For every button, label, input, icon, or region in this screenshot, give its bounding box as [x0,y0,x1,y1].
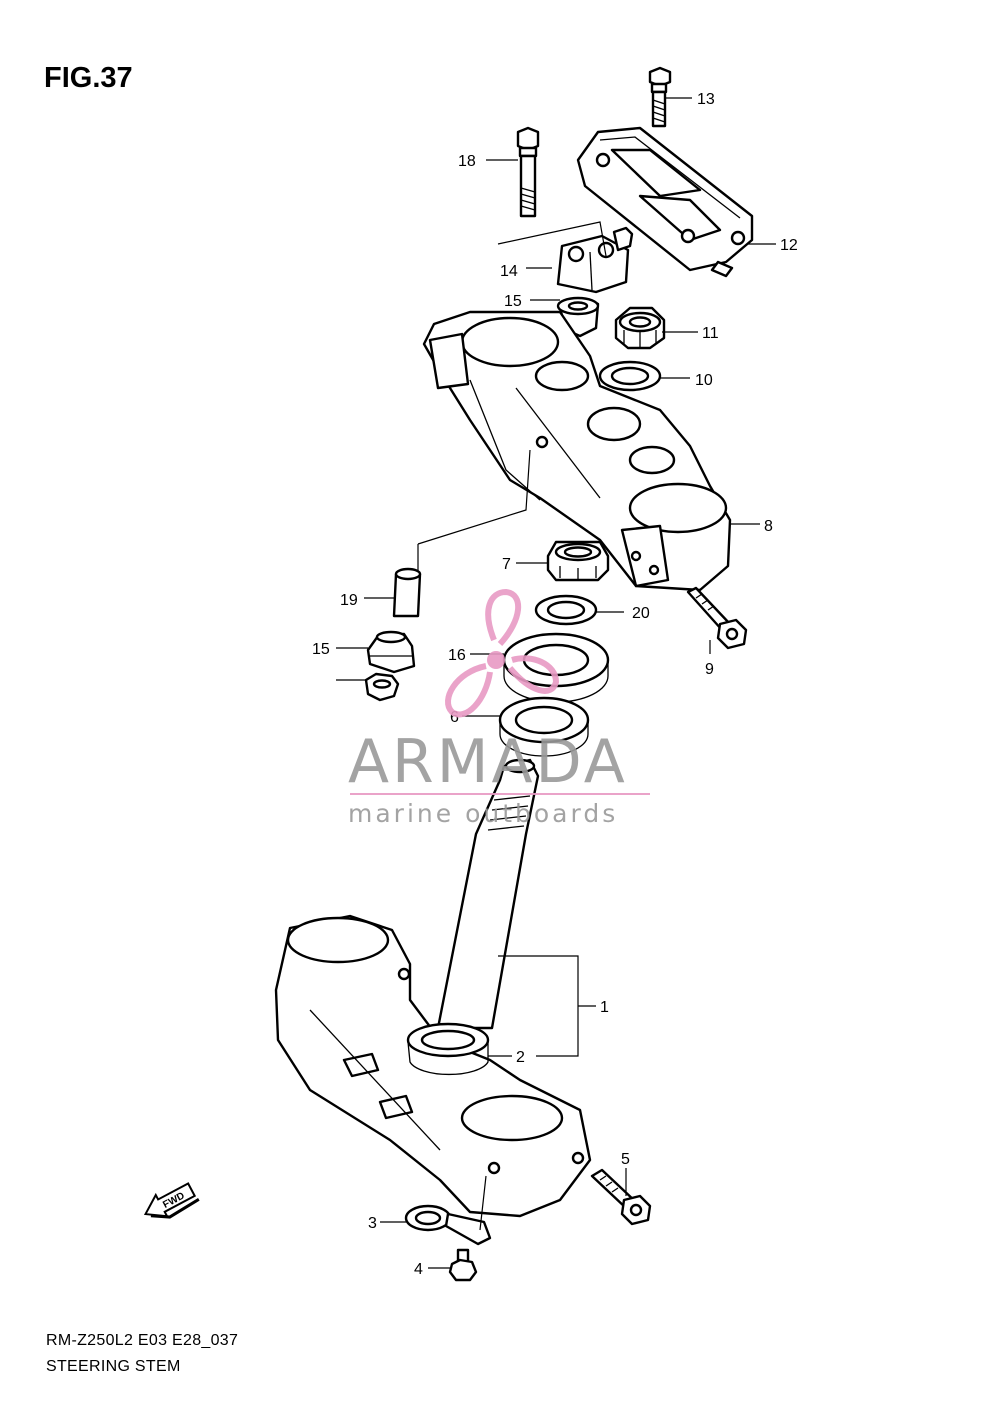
part-6-bearing [498,696,590,757]
callout-8: 8 [764,518,773,535]
armada-watermark: ARMADA marine outboards [348,588,650,828]
watermark-tagline: marine outboards [348,799,618,828]
part-14-holder [556,226,634,294]
callout-6: 6 [450,709,459,726]
callout-18: 19 [340,592,358,609]
callout-9: 9 [705,661,714,678]
part-13-bolt [648,66,672,128]
callout-4: 4 [414,1261,423,1278]
callout-14: 14 [500,263,518,280]
fwd-arrow-icon: FWD [143,1182,200,1219]
part-17-bolt [516,126,540,218]
propeller-logo-icon [445,588,560,718]
callout-16: 16 [448,647,466,664]
callout-1: 1 [600,999,609,1016]
part-1-steering-stem [274,758,592,1218]
callout-20: 20 [632,605,650,622]
callout-3: 3 [368,1215,377,1232]
part-20-washer [534,594,598,626]
callout-13: 13 [697,91,715,108]
callout-2: 2 [516,1049,525,1066]
callout-7: 7 [502,556,511,573]
part-19-nut [364,672,400,702]
part-8-upper-bracket [422,310,732,592]
callout-5: 5 [621,1151,630,1168]
watermark-brand: ARMADA [348,727,628,797]
part-4-bolt [448,1248,478,1282]
part-16-dust-seal [502,632,610,703]
callout-10: 10 [695,372,713,389]
callout-15-upper: 15 [504,293,522,310]
part-7-lock-nut [546,540,610,582]
part-5-bolt [590,1168,652,1226]
callout-11: 11 [702,325,719,342]
figure-title: FIG.37 [44,62,133,94]
part-9-bolt [686,586,748,650]
callout-12: 12 [780,237,798,254]
callout-15-lower: 15 [312,641,330,658]
callout-numbers: 13 18 12 14 15 11 10 8 7 20 9 19 15 16 6… [312,91,798,1278]
model-code: RM-Z250L2 E03 E28_037 [46,1332,239,1349]
part-10-washer [598,360,662,392]
part-11-stem-nut [614,306,666,350]
section-name: STEERING STEM [46,1358,181,1375]
part-15-cushion-lower [366,630,416,674]
part-18-collar [392,567,422,618]
leader-lines [336,97,776,1269]
callout-17: 18 [458,153,476,170]
part-3-clamp [404,1204,492,1246]
part-12-handlebar-holder [576,126,754,278]
